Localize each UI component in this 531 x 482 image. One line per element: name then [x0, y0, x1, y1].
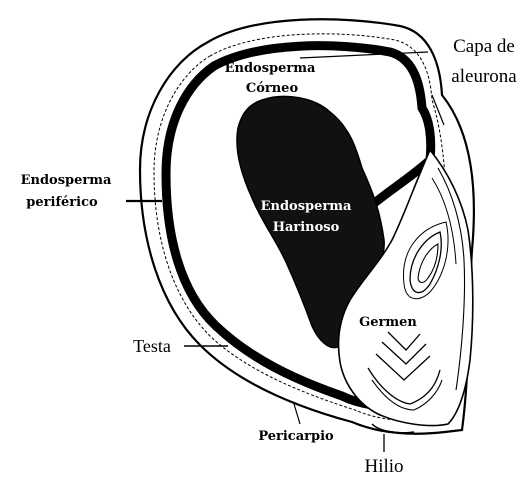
label-endosperma-corneo-2: Córneo: [246, 81, 299, 96]
label-germen: Germen: [359, 315, 417, 330]
label-pericarpio: Pericarpio: [258, 429, 334, 444]
leader-pericarpio: [294, 404, 300, 424]
label-capa-aleurona-1: Capa de: [453, 36, 515, 57]
label-hilio: Hilio: [364, 456, 403, 477]
label-endosperma-harinoso-1: Endosperma: [261, 199, 352, 214]
label-capa-aleurona-2: aleurona: [451, 66, 517, 87]
label-endosperma-harinoso-2: Harinoso: [273, 220, 340, 235]
label-endosperma-corneo-1: Endosperma: [225, 61, 316, 76]
label-testa: Testa: [133, 336, 171, 356]
label-endosperma-periferico-1: Endosperma: [21, 173, 112, 188]
label-endosperma-periferico-2: periférico: [26, 195, 98, 210]
